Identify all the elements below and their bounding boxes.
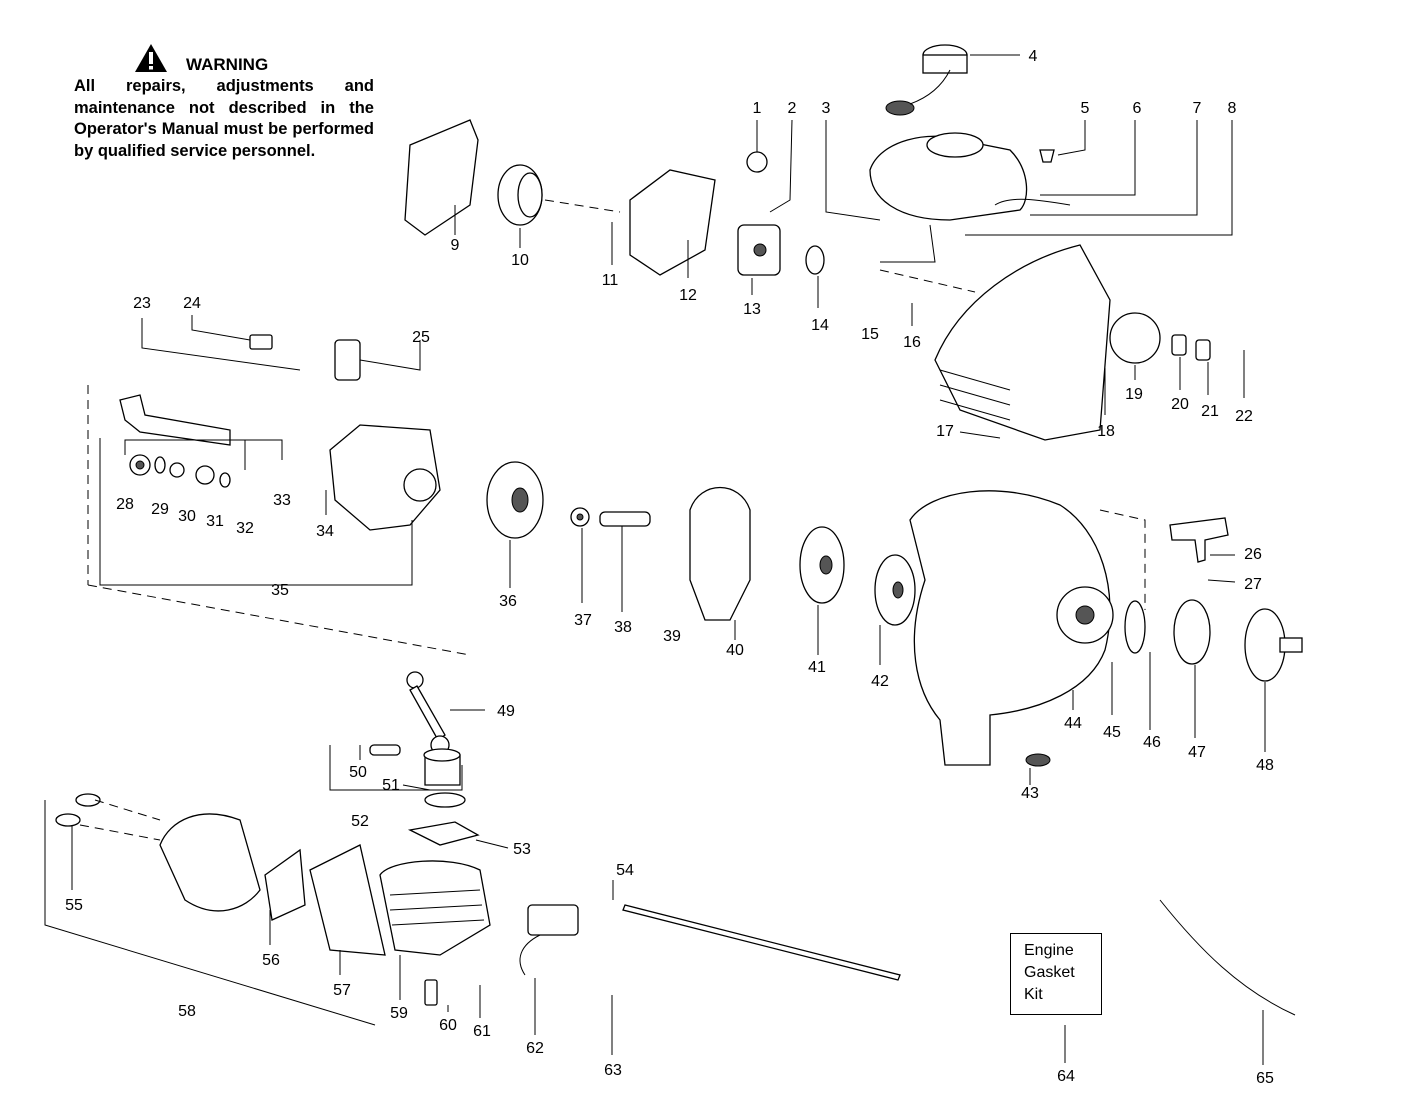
callout-30: 30	[178, 508, 196, 525]
callout-41: 41	[808, 659, 826, 676]
callout-48: 48	[1256, 757, 1274, 774]
warning-notice: WARNING All repairs, adjustments and mai…	[74, 40, 374, 163]
callout-35: 35	[271, 582, 289, 599]
callout-51: 51	[382, 777, 400, 794]
callout-57: 57	[333, 982, 351, 999]
callout-2: 2	[788, 100, 797, 117]
callout-60: 60	[439, 1017, 457, 1034]
callout-46: 46	[1143, 734, 1161, 751]
callout-59: 59	[390, 1005, 408, 1022]
callout-64: 64	[1057, 1068, 1075, 1085]
callout-labels: 1 2 3 4 5 6 7 8 9 10 11 12 13 14 15 16 1…	[65, 48, 1274, 1087]
callout-44: 44	[1064, 715, 1082, 732]
callout-52: 52	[351, 813, 369, 830]
callout-26: 26	[1244, 546, 1262, 563]
callout-1: 1	[753, 100, 762, 117]
callout-29: 29	[151, 501, 169, 518]
callout-45: 45	[1103, 724, 1121, 741]
warning-triangle-icon	[135, 44, 167, 72]
callout-31: 31	[206, 513, 224, 530]
callout-15: 15	[861, 326, 879, 343]
callout-42: 42	[871, 673, 889, 690]
warning-title: WARNING	[186, 55, 269, 74]
callout-13: 13	[743, 301, 761, 318]
kit-line-3: Kit	[1024, 986, 1043, 1003]
callout-20: 20	[1171, 396, 1189, 413]
callout-62: 62	[526, 1040, 544, 1057]
warning-text: All repairs, adjustments and maintenance…	[74, 77, 374, 161]
callout-16: 16	[903, 334, 921, 351]
callout-61: 61	[473, 1023, 491, 1040]
callout-18: 18	[1097, 423, 1115, 440]
callout-47: 47	[1188, 744, 1206, 761]
engine-gasket-kit-box: Engine Gasket Kit	[1010, 933, 1102, 1015]
callout-38: 38	[614, 619, 632, 636]
callout-63: 63	[604, 1062, 622, 1079]
callout-4: 4	[1029, 48, 1038, 65]
callout-58: 58	[178, 1003, 196, 1020]
callout-11: 11	[602, 272, 619, 289]
callout-24: 24	[183, 295, 201, 312]
warning-header: WARNING	[74, 40, 374, 76]
callout-19: 19	[1125, 386, 1143, 403]
callout-21: 21	[1201, 403, 1219, 420]
kit-line-1: Engine	[1024, 942, 1074, 959]
callout-25: 25	[412, 329, 430, 346]
callout-8: 8	[1228, 100, 1237, 117]
callout-3: 3	[822, 100, 831, 117]
callout-50: 50	[349, 764, 367, 781]
callout-5: 5	[1081, 100, 1090, 117]
callout-12: 12	[679, 287, 697, 304]
callout-49: 49	[497, 703, 515, 720]
callout-28: 28	[116, 496, 134, 513]
callout-37: 37	[574, 612, 592, 629]
part-drawings	[55, 44, 1303, 1016]
callout-27: 27	[1244, 576, 1262, 593]
callout-36: 36	[499, 593, 517, 610]
callout-7: 7	[1193, 100, 1202, 117]
callout-34: 34	[316, 523, 334, 540]
callout-6: 6	[1133, 100, 1142, 117]
callout-54: 54	[616, 862, 634, 879]
callout-9: 9	[451, 237, 460, 254]
callout-22: 22	[1235, 408, 1253, 425]
callout-32: 32	[236, 520, 254, 537]
kit-line-2: Gasket	[1024, 964, 1075, 981]
leader-lines	[44, 54, 1266, 1065]
callout-53: 53	[513, 841, 531, 858]
callout-65: 65	[1256, 1070, 1274, 1087]
callout-23: 23	[133, 295, 151, 312]
callout-17: 17	[936, 423, 954, 440]
callout-39: 39	[663, 628, 681, 645]
callout-55: 55	[65, 897, 83, 914]
callout-43: 43	[1021, 785, 1039, 802]
callout-14: 14	[811, 317, 829, 334]
callout-10: 10	[511, 252, 529, 269]
callout-40: 40	[726, 642, 744, 659]
callout-56: 56	[262, 952, 280, 969]
callout-33: 33	[273, 492, 291, 509]
